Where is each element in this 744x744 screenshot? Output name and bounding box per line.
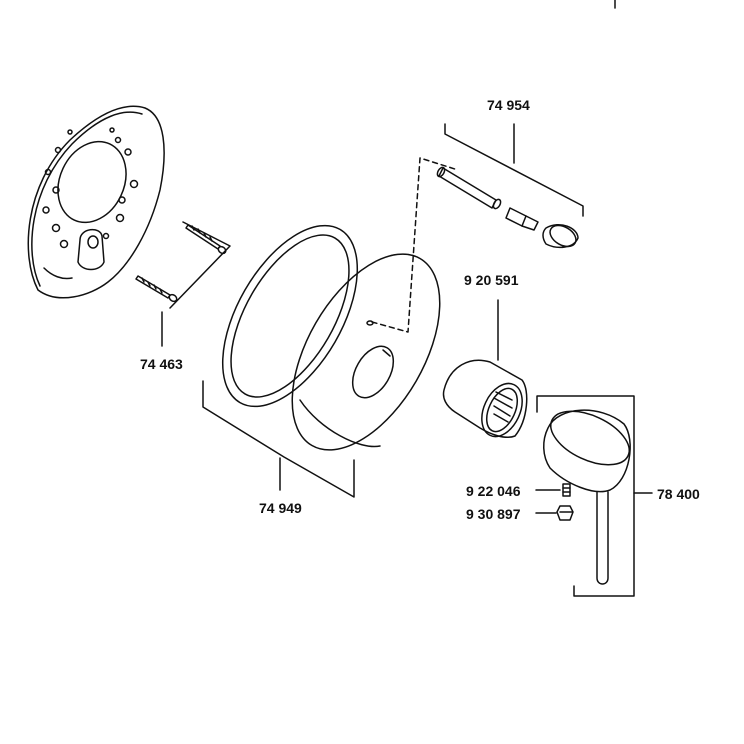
gasket-ring [221, 224, 359, 408]
alignment-line [371, 157, 459, 333]
backplate [27, 105, 165, 299]
screws-bracket [161, 221, 231, 347]
extension-set-bracket [444, 123, 584, 217]
handle [543, 409, 631, 585]
cover-plate-bracket [202, 380, 355, 498]
part-number-extension-set: 74 954 [487, 97, 530, 113]
cover-plate [291, 253, 441, 451]
part-number-screws: 74 463 [140, 356, 183, 372]
part-number-set-screw: 9 22 046 [466, 483, 521, 499]
part-number-sleeve: 9 20 591 [464, 272, 519, 288]
handle-bracket [536, 395, 653, 597]
cap-nut [535, 505, 574, 521]
part-number-cap-nut: 9 30 897 [466, 506, 521, 522]
extension-set [436, 166, 579, 249]
part-number-cover-plate-set: 74 949 [259, 500, 302, 516]
sleeve [442, 359, 528, 439]
screws [135, 224, 227, 303]
set-screw [535, 483, 571, 497]
part-number-handle-set: 78 400 [657, 486, 700, 502]
